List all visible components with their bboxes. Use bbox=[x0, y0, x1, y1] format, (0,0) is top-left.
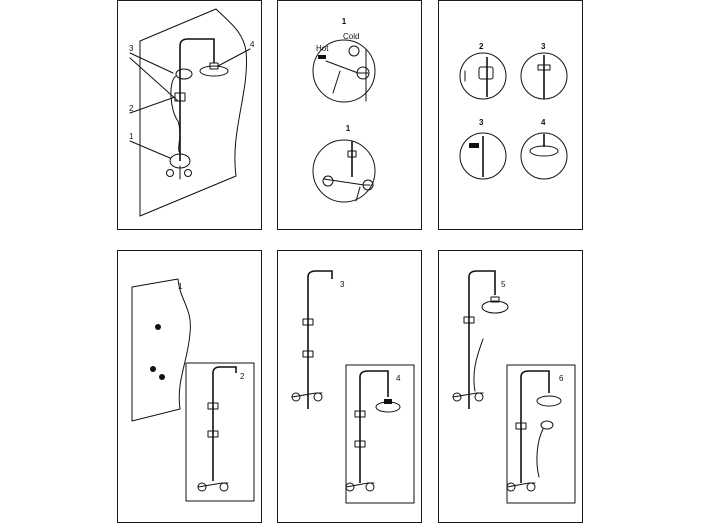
rain-head bbox=[481, 300, 509, 314]
callout-1: 1 bbox=[129, 132, 134, 141]
cold-label: Cold bbox=[343, 32, 359, 41]
callout-2: 2 bbox=[129, 104, 134, 113]
step-4: 4 bbox=[396, 374, 401, 383]
drill-panel: 1 2 bbox=[117, 250, 262, 523]
connection-panel: 1 Cold Hot 1 bbox=[277, 0, 422, 230]
step-5: 5 bbox=[501, 280, 506, 289]
inset-box bbox=[185, 362, 255, 502]
mixer-inlet-right bbox=[184, 169, 192, 177]
overview-panel: 3 2 1 4 bbox=[117, 0, 262, 230]
components-drawing: 2 3 3 4 bbox=[459, 42, 568, 180]
hand-shower bbox=[540, 420, 554, 430]
detail-slider bbox=[459, 52, 507, 100]
lever-b bbox=[355, 186, 361, 202]
step-1: 1 bbox=[178, 282, 183, 291]
detail-head bbox=[520, 132, 568, 180]
detail-circle-top bbox=[312, 39, 376, 103]
mount-panel: 3 4 bbox=[277, 250, 422, 523]
step-3-top: 3 bbox=[541, 42, 546, 51]
callout-line-2 bbox=[129, 96, 176, 114]
detail-union bbox=[459, 132, 507, 180]
hose bbox=[170, 75, 181, 154]
final-panel: 5 6 bbox=[438, 250, 583, 523]
callout-line-1 bbox=[129, 140, 171, 159]
callout-line-4 bbox=[217, 48, 251, 67]
step-4: 4 bbox=[541, 118, 546, 127]
hose bbox=[473, 338, 484, 392]
inset-box bbox=[506, 364, 576, 504]
drill-hole-top bbox=[155, 324, 161, 330]
step-1-top: 1 bbox=[342, 17, 347, 26]
final-drawing: 5 6 bbox=[452, 270, 576, 504]
mixer-inlet-left bbox=[166, 169, 174, 177]
detail-circle-bottom bbox=[312, 139, 376, 203]
callout-line-3 bbox=[129, 52, 174, 74]
callout-3: 3 bbox=[129, 44, 134, 53]
drill-hole-right bbox=[159, 374, 165, 380]
step-3-bottom: 3 bbox=[479, 118, 484, 127]
hot-label: Hot bbox=[316, 44, 329, 53]
riser-b bbox=[520, 370, 550, 483]
inset-box bbox=[345, 364, 415, 504]
step-2: 2 bbox=[240, 372, 245, 381]
riser bbox=[212, 366, 237, 481]
hot-fitting bbox=[318, 55, 326, 59]
riser-a bbox=[307, 270, 333, 409]
callout-4: 4 bbox=[250, 40, 255, 49]
hand-shower bbox=[175, 68, 193, 80]
drill-drawing: 1 2 bbox=[131, 278, 255, 502]
drill-hole-left bbox=[150, 366, 156, 372]
components-panel: 2 3 3 4 bbox=[438, 0, 583, 230]
step-1-bottom: 1 bbox=[346, 124, 351, 133]
step-6: 6 bbox=[559, 374, 564, 383]
riser-a bbox=[468, 270, 496, 409]
mixer-bar-b bbox=[323, 178, 371, 186]
lever bbox=[332, 70, 341, 94]
shower-overview-drawing: 3 2 1 4 bbox=[129, 8, 255, 217]
wall-outline bbox=[139, 8, 248, 217]
connection-drawing: 1 Cold Hot 1 bbox=[312, 17, 376, 203]
step-3: 3 bbox=[340, 280, 345, 289]
mixer-bar bbox=[325, 60, 369, 74]
wall-sheet bbox=[131, 278, 191, 422]
cold-fitting bbox=[348, 45, 360, 57]
mount-drawing: 3 4 bbox=[291, 270, 415, 504]
riser-b bbox=[359, 370, 389, 483]
rain-head bbox=[199, 65, 229, 77]
step-2: 2 bbox=[479, 42, 484, 51]
shower-riser bbox=[179, 38, 215, 161]
hose-b bbox=[536, 428, 544, 478]
